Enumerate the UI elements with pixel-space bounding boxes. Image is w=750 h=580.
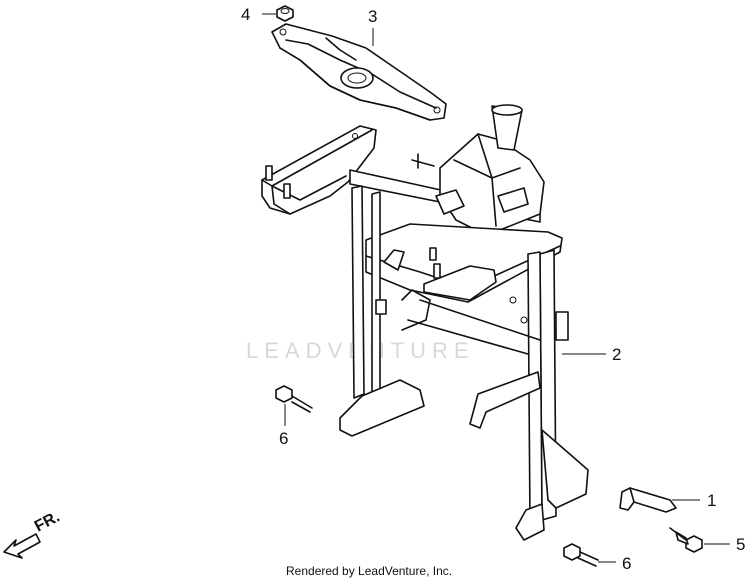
front-arrow-icon: FR.: [3, 508, 63, 559]
callout-6-upper: 6: [279, 429, 288, 448]
callout-1: 1: [707, 491, 716, 510]
part-3-cover-plate: [271, 23, 447, 121]
leader-lines: [262, 13, 730, 563]
callout-6-lower: 6: [622, 554, 631, 573]
part-5-bolt: [669, 527, 703, 553]
part-6-bolt-upper: [275, 385, 313, 413]
callout-3: 3: [368, 7, 377, 26]
callout-2: 2: [612, 345, 621, 364]
callout-4: 4: [241, 5, 250, 24]
callout-5: 5: [736, 535, 745, 554]
part-4-nut: [276, 5, 294, 22]
part-2-main-frame: [339, 104, 589, 541]
front-indicator-label: FR.: [32, 508, 63, 535]
part-1-bracket: [619, 487, 677, 513]
part-6-bolt-lower: [563, 543, 599, 567]
rendered-by-caption: Rendered by LeadVenture, Inc.: [286, 564, 452, 578]
left-mount-bracket: [261, 125, 377, 215]
